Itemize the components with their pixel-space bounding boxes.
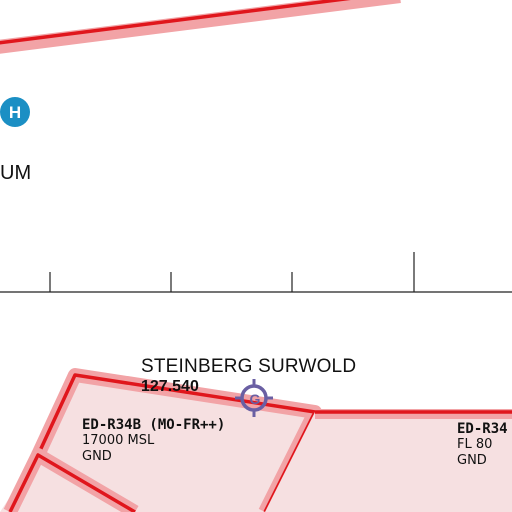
airfield-symbol-letter: G xyxy=(250,391,261,407)
airfield-name: STEINBERG SURWOLD xyxy=(141,356,357,377)
area-upper-limit: FL 80 xyxy=(457,437,493,452)
restricted-area-ed-r34[interactable] xyxy=(265,409,512,512)
area-label-ed-r34: ED-R34 FL 80 GND xyxy=(457,421,508,469)
area-label-ed-r34b: ED-R34B (MO-FR++) 17000 MSL GND xyxy=(82,417,225,465)
heliport-icon[interactable]: H xyxy=(0,97,30,127)
scale-bar xyxy=(0,252,512,293)
area-upper-limit: 17000 MSL xyxy=(82,433,155,448)
area-name: ED-R34B (MO-FR++) xyxy=(82,417,226,433)
heliport-letter: H xyxy=(9,103,21,122)
glider-airfield-icon[interactable]: G xyxy=(235,379,273,417)
restricted-area-lower-left[interactable] xyxy=(0,448,139,512)
airspace-boundary-top xyxy=(0,0,401,54)
area-lower-limit: GND xyxy=(457,453,487,468)
airfield-frequency: 127.540 xyxy=(141,378,199,395)
partial-place-label: UM xyxy=(0,162,32,184)
area-name: ED-R34 xyxy=(457,421,508,437)
area-lower-limit: GND xyxy=(82,449,112,464)
